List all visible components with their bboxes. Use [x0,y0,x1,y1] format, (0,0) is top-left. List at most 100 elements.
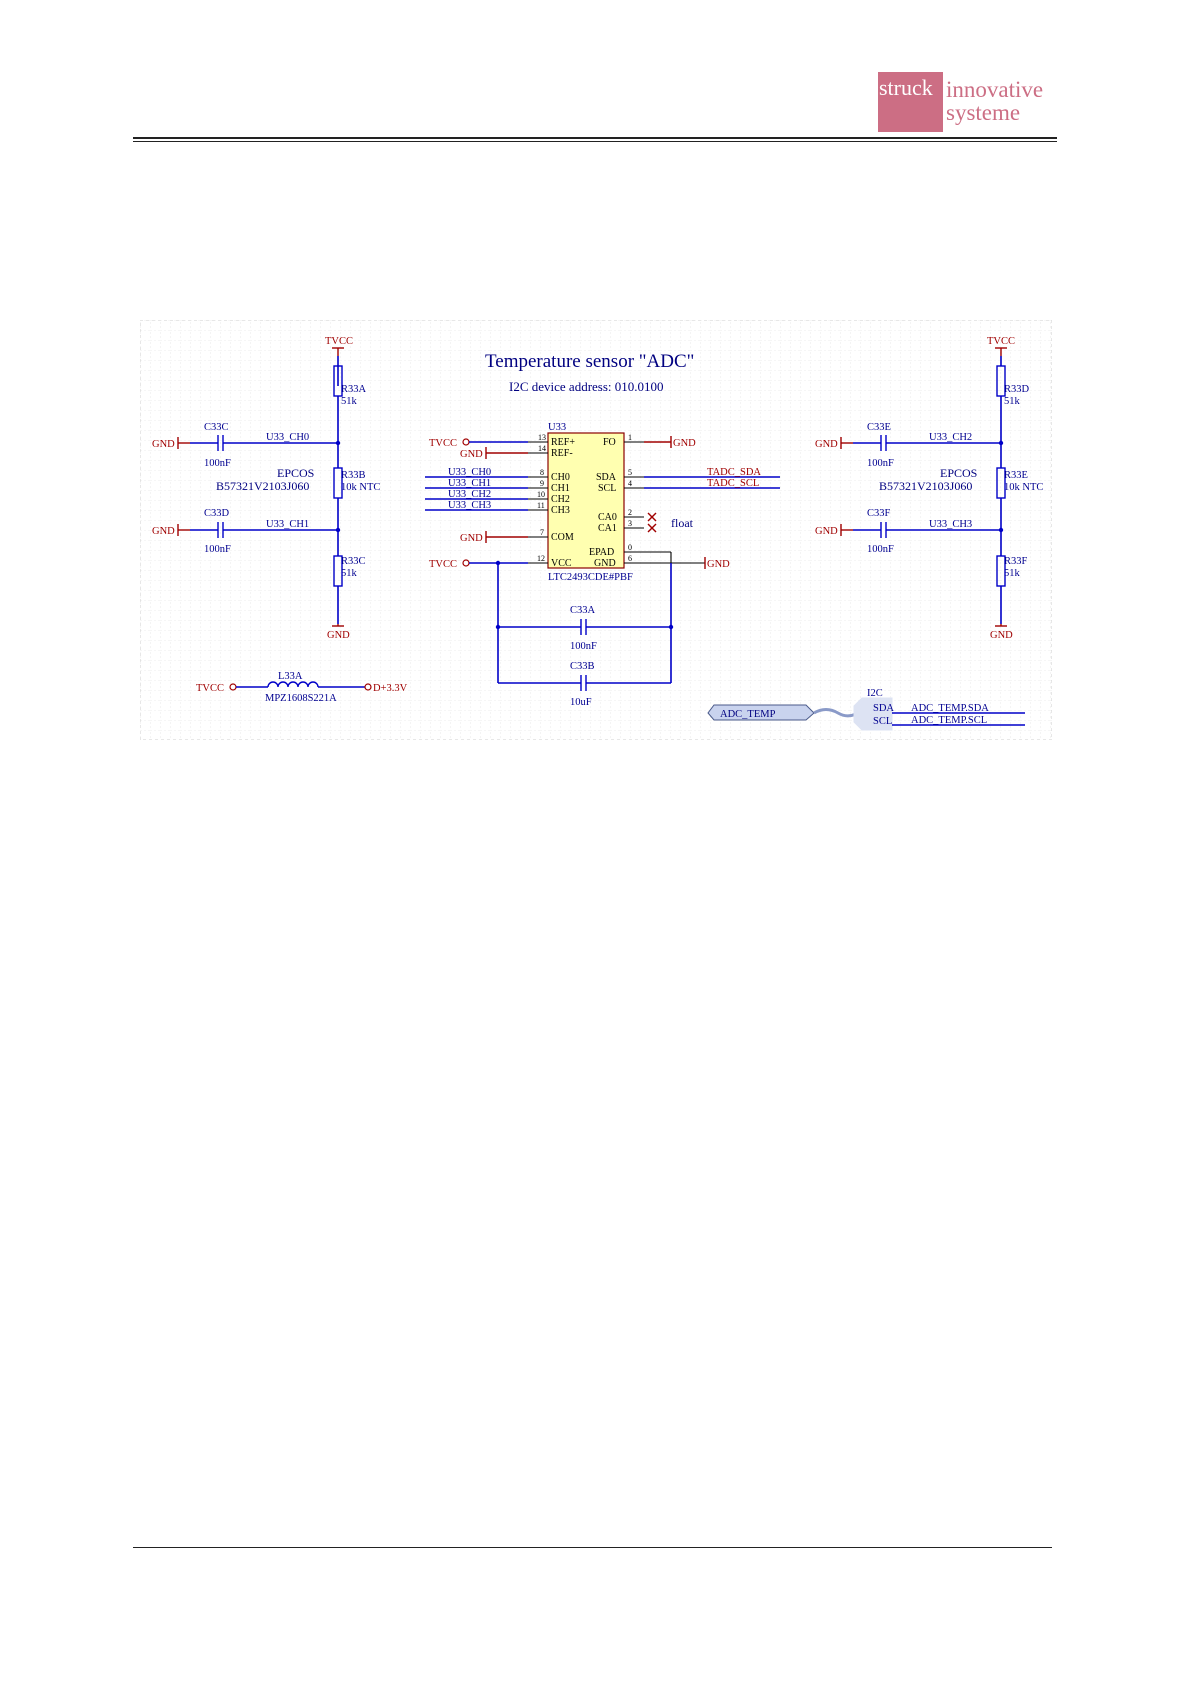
r33f-ref: R33F [1004,556,1028,567]
header-rule [133,137,1057,142]
ic-body [547,432,625,569]
r33d-ref: R33D [1004,384,1030,395]
pin-name-ca0: CA0 [598,512,617,523]
net-u33-ch2: U33_CH2 [448,489,491,500]
tvcc-label: TVCC [429,438,457,449]
ic-right-nets: GND TADC_SDA TADC_SCL float GND [644,436,780,570]
pin-num-6: 6 [628,554,632,563]
pin-num-0: 0 [628,543,632,552]
r33c-value: 51k [341,568,358,579]
harness-net-scl: ADC_TEMP.SCL [911,715,987,726]
net-u33-ch3: U33_CH3 [448,500,491,511]
harness-sda-entry: SDA [873,703,894,714]
c33c-value: 100nF [204,458,231,469]
net-u33-ch0: U33_CH0 [448,467,491,478]
pin-name-ref-minus: REF- [551,448,573,459]
pin-name-gnd: GND [594,558,616,569]
pin-name-fo: FO [603,437,616,448]
gnd-label: GND [673,438,696,449]
gnd-label: GND [815,526,838,537]
r33d-value: 51k [1004,396,1021,407]
pin-name-epad: EPAD [589,547,614,558]
r33e-value: 10k NTC [1004,482,1043,493]
r33b-value: 10k NTC [341,482,380,493]
footer-rule [133,1547,1052,1548]
logo-box: struck [878,72,943,132]
pin-name-sda: SDA [596,472,617,483]
ntc-part: B57321V2103J060 [879,479,972,493]
pin-name-ref-plus: REF+ [551,437,575,448]
pin-num-9: 9 [540,479,544,488]
c33f-ref: C33F [867,508,891,519]
ntc-maker: EPCOS [277,466,314,480]
inductor-l33a: TVCC D+3.3V L33A MPZ1608S221A [196,671,408,704]
pin-num-10: 10 [537,490,545,499]
logo-line-1: innovative [946,77,1044,102]
pin-num-7: 7 [540,528,544,537]
schematic-title: Temperature sensor "ADC" [485,351,694,372]
pin-name-ch0: CH0 [551,472,570,483]
pin-name-ca1: CA1 [598,523,617,534]
harness-scl-entry: SCL [873,716,892,727]
pin-name-com: COM [551,532,574,543]
r33a-ref: R33A [341,384,367,395]
logo-line-2: systeme [946,100,1021,125]
net-u33-ch3: U33_CH3 [929,519,972,530]
pin-num-4: 4 [628,479,632,488]
ic-ref: U33 [548,422,566,433]
ic-left-nets: TVCC GND U33_CH0 U33_CH1 U33_CH2 U33_CH3… [425,438,528,570]
tvcc-label: TVCC [987,336,1015,347]
net-u33-ch1: U33_CH1 [266,519,309,530]
r33c-ref: R33C [341,556,366,567]
r33e-ref: R33E [1004,470,1028,481]
tvcc-label: TVCC [325,336,353,347]
schematic-diagram: Temperature sensor "ADC" I2C device addr… [140,320,1052,740]
decoupling-caps: C33A 100nF C33B 10uF [495,560,674,708]
c33b-value: 10uF [570,697,592,708]
gnd-label: GND [460,449,483,460]
c33c-ref: C33C [204,422,229,433]
net-u33-ch0: U33_CH0 [266,432,309,443]
float-note: float [671,516,694,530]
gnd-label: GND [815,439,838,450]
pin-num-11: 11 [537,501,545,510]
l33a-value: MPZ1608S221A [265,693,337,704]
company-logo: struck innovative systeme [878,72,1056,132]
c33a-value: 100nF [570,641,597,652]
ntc-maker: EPCOS [940,466,977,480]
r33b-ref: R33B [341,470,366,481]
gnd-label: GND [460,533,483,544]
schematic-subtitle: I2C device address: 010.0100 [509,379,664,394]
gnd-label: GND [707,559,730,570]
c33d-value: 100nF [204,544,231,555]
gnd-label: GND [327,630,350,641]
gnd-label: GND [152,526,175,537]
l33a-ref: L33A [278,671,303,682]
ic-u33: U33 LTC2493CDE#PBF REF+ 13 REF- 14 CH0 [528,422,644,583]
tvcc-label: TVCC [196,683,224,694]
gnd-label: GND [990,630,1013,641]
tvcc-label: TVCC [429,559,457,570]
right-divider: TVCC R33D 51k R33E 10k NTC R33F 51k GND … [815,336,1043,641]
pin-name-vcc: VCC [551,558,572,569]
ic-part: LTC2493CDE#PBF [548,572,633,583]
gnd-label: GND [152,439,175,450]
c33e-value: 100nF [867,458,894,469]
c33f-value: 100nF [867,544,894,555]
r33f-value: 51k [1004,568,1021,579]
pin-num-13: 13 [538,433,546,442]
pin-name-ch3: CH3 [551,505,570,516]
pin-num-8: 8 [540,468,544,477]
pin-num-3: 3 [628,519,632,528]
pin-name-ch1: CH1 [551,483,570,494]
pin-num-12: 12 [537,554,545,563]
pin-num-1: 1 [628,433,632,442]
net-tadc-scl: TADC_SCL [707,478,759,489]
pin-num-2: 2 [628,508,632,517]
harness-net-sda: ADC_TEMP.SDA [911,703,989,714]
ntc-part: B57321V2103J060 [216,479,309,493]
harness-port-label: ADC_TEMP [720,709,776,720]
harness-bus-label: I2C [867,688,883,699]
pin-num-5: 5 [628,468,632,477]
pin-num-14: 14 [538,444,546,453]
